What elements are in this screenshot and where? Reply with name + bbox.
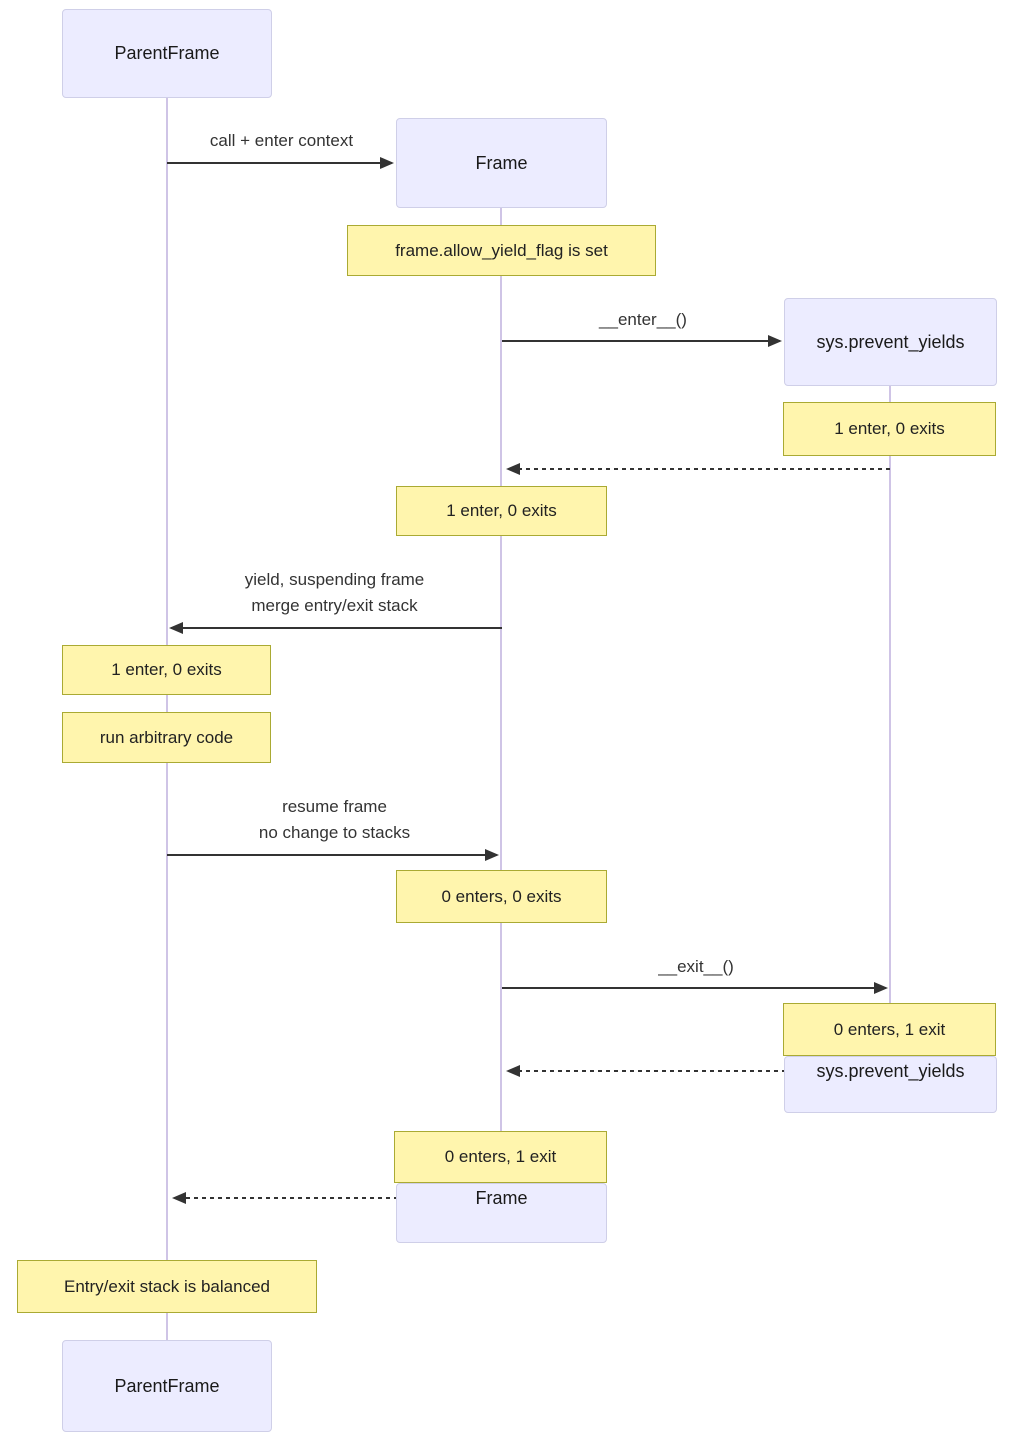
- message-label-enter: __enter__(): [502, 307, 784, 333]
- actor-frame-end-label: Frame: [475, 1188, 528, 1208]
- note-stack-balanced: Entry/exit stack is balanced: [17, 1260, 317, 1313]
- actor-frame-label: Frame: [475, 152, 528, 173]
- message-resume-line1: resume frame: [282, 797, 387, 816]
- message-label-exit: __exit__(): [502, 954, 890, 980]
- note-frame-0-enters-1-exit-text: 0 enters, 1 exit: [444, 1147, 557, 1166]
- actor-sys-prevent-yields-end: sys.prevent_yields: [784, 1056, 997, 1113]
- message-yield-line2: merge entry/exit stack: [251, 596, 418, 615]
- actor-sys-prevent-yields-end-label: sys.prevent_yields: [816, 1061, 965, 1081]
- note-parent-1-enter-0-exits-text: 1 enter, 0 exits: [111, 660, 222, 679]
- message-label-yield: yield, suspending frame merge entry/exit…: [167, 567, 502, 619]
- actor-sys-prevent-yields-label: sys.prevent_yields: [816, 331, 965, 352]
- message-call-text: call + enter context: [209, 131, 354, 150]
- note-frame-1-enter-0-exits-text: 1 enter, 0 exits: [446, 501, 557, 520]
- note-run-arbitrary-code-text: run arbitrary code: [99, 727, 234, 747]
- actor-parentframe-top: ParentFrame: [62, 9, 272, 98]
- note-allow-yield-flag: frame.allow_yield_flag is set: [347, 225, 656, 276]
- message-enter-text: __enter__(): [599, 310, 687, 329]
- note-run-arbitrary-code: run arbitrary code: [62, 712, 271, 763]
- actor-parentframe-end-label: ParentFrame: [114, 1375, 220, 1396]
- actor-frame-top: Frame: [396, 118, 607, 208]
- note-frame-0-enters-0-exits-text: 0 enters, 0 exits: [441, 886, 562, 906]
- note-frame-0-enters-0-exits: 0 enters, 0 exits: [396, 870, 607, 923]
- message-exit-text: __exit__(): [658, 957, 734, 976]
- note-parent-1-enter-0-exits: 1 enter, 0 exits: [62, 645, 271, 695]
- note-sys-0-enters-1-exit-text: 0 enters, 1 exit: [833, 1019, 946, 1039]
- note-stack-balanced-text: Entry/exit stack is balanced: [64, 1276, 270, 1296]
- actor-parentframe-end: ParentFrame: [62, 1340, 272, 1432]
- actor-frame-end: Frame: [396, 1183, 607, 1243]
- actor-sys-prevent-yields-top: sys.prevent_yields: [784, 298, 997, 386]
- message-yield-line1: yield, suspending frame: [244, 570, 425, 589]
- note-sys-1-enter-0-exits-text: 1 enter, 0 exits: [834, 419, 945, 438]
- message-label-resume: resume frame no change to stacks: [167, 794, 502, 846]
- note-allow-yield-flag-text: frame.allow_yield_flag is set: [395, 240, 608, 260]
- message-label-call-enter-context: call + enter context: [167, 128, 396, 154]
- note-frame-0-enters-1-exit: 0 enters, 1 exit: [394, 1131, 607, 1183]
- note-sys-1-enter-0-exits: 1 enter, 0 exits: [783, 402, 996, 456]
- actor-parentframe-label: ParentFrame: [114, 43, 220, 63]
- note-frame-1-enter-0-exits: 1 enter, 0 exits: [396, 486, 607, 536]
- note-sys-0-enters-1-exit: 0 enters, 1 exit: [783, 1003, 996, 1056]
- message-resume-line2: no change to stacks: [258, 823, 411, 842]
